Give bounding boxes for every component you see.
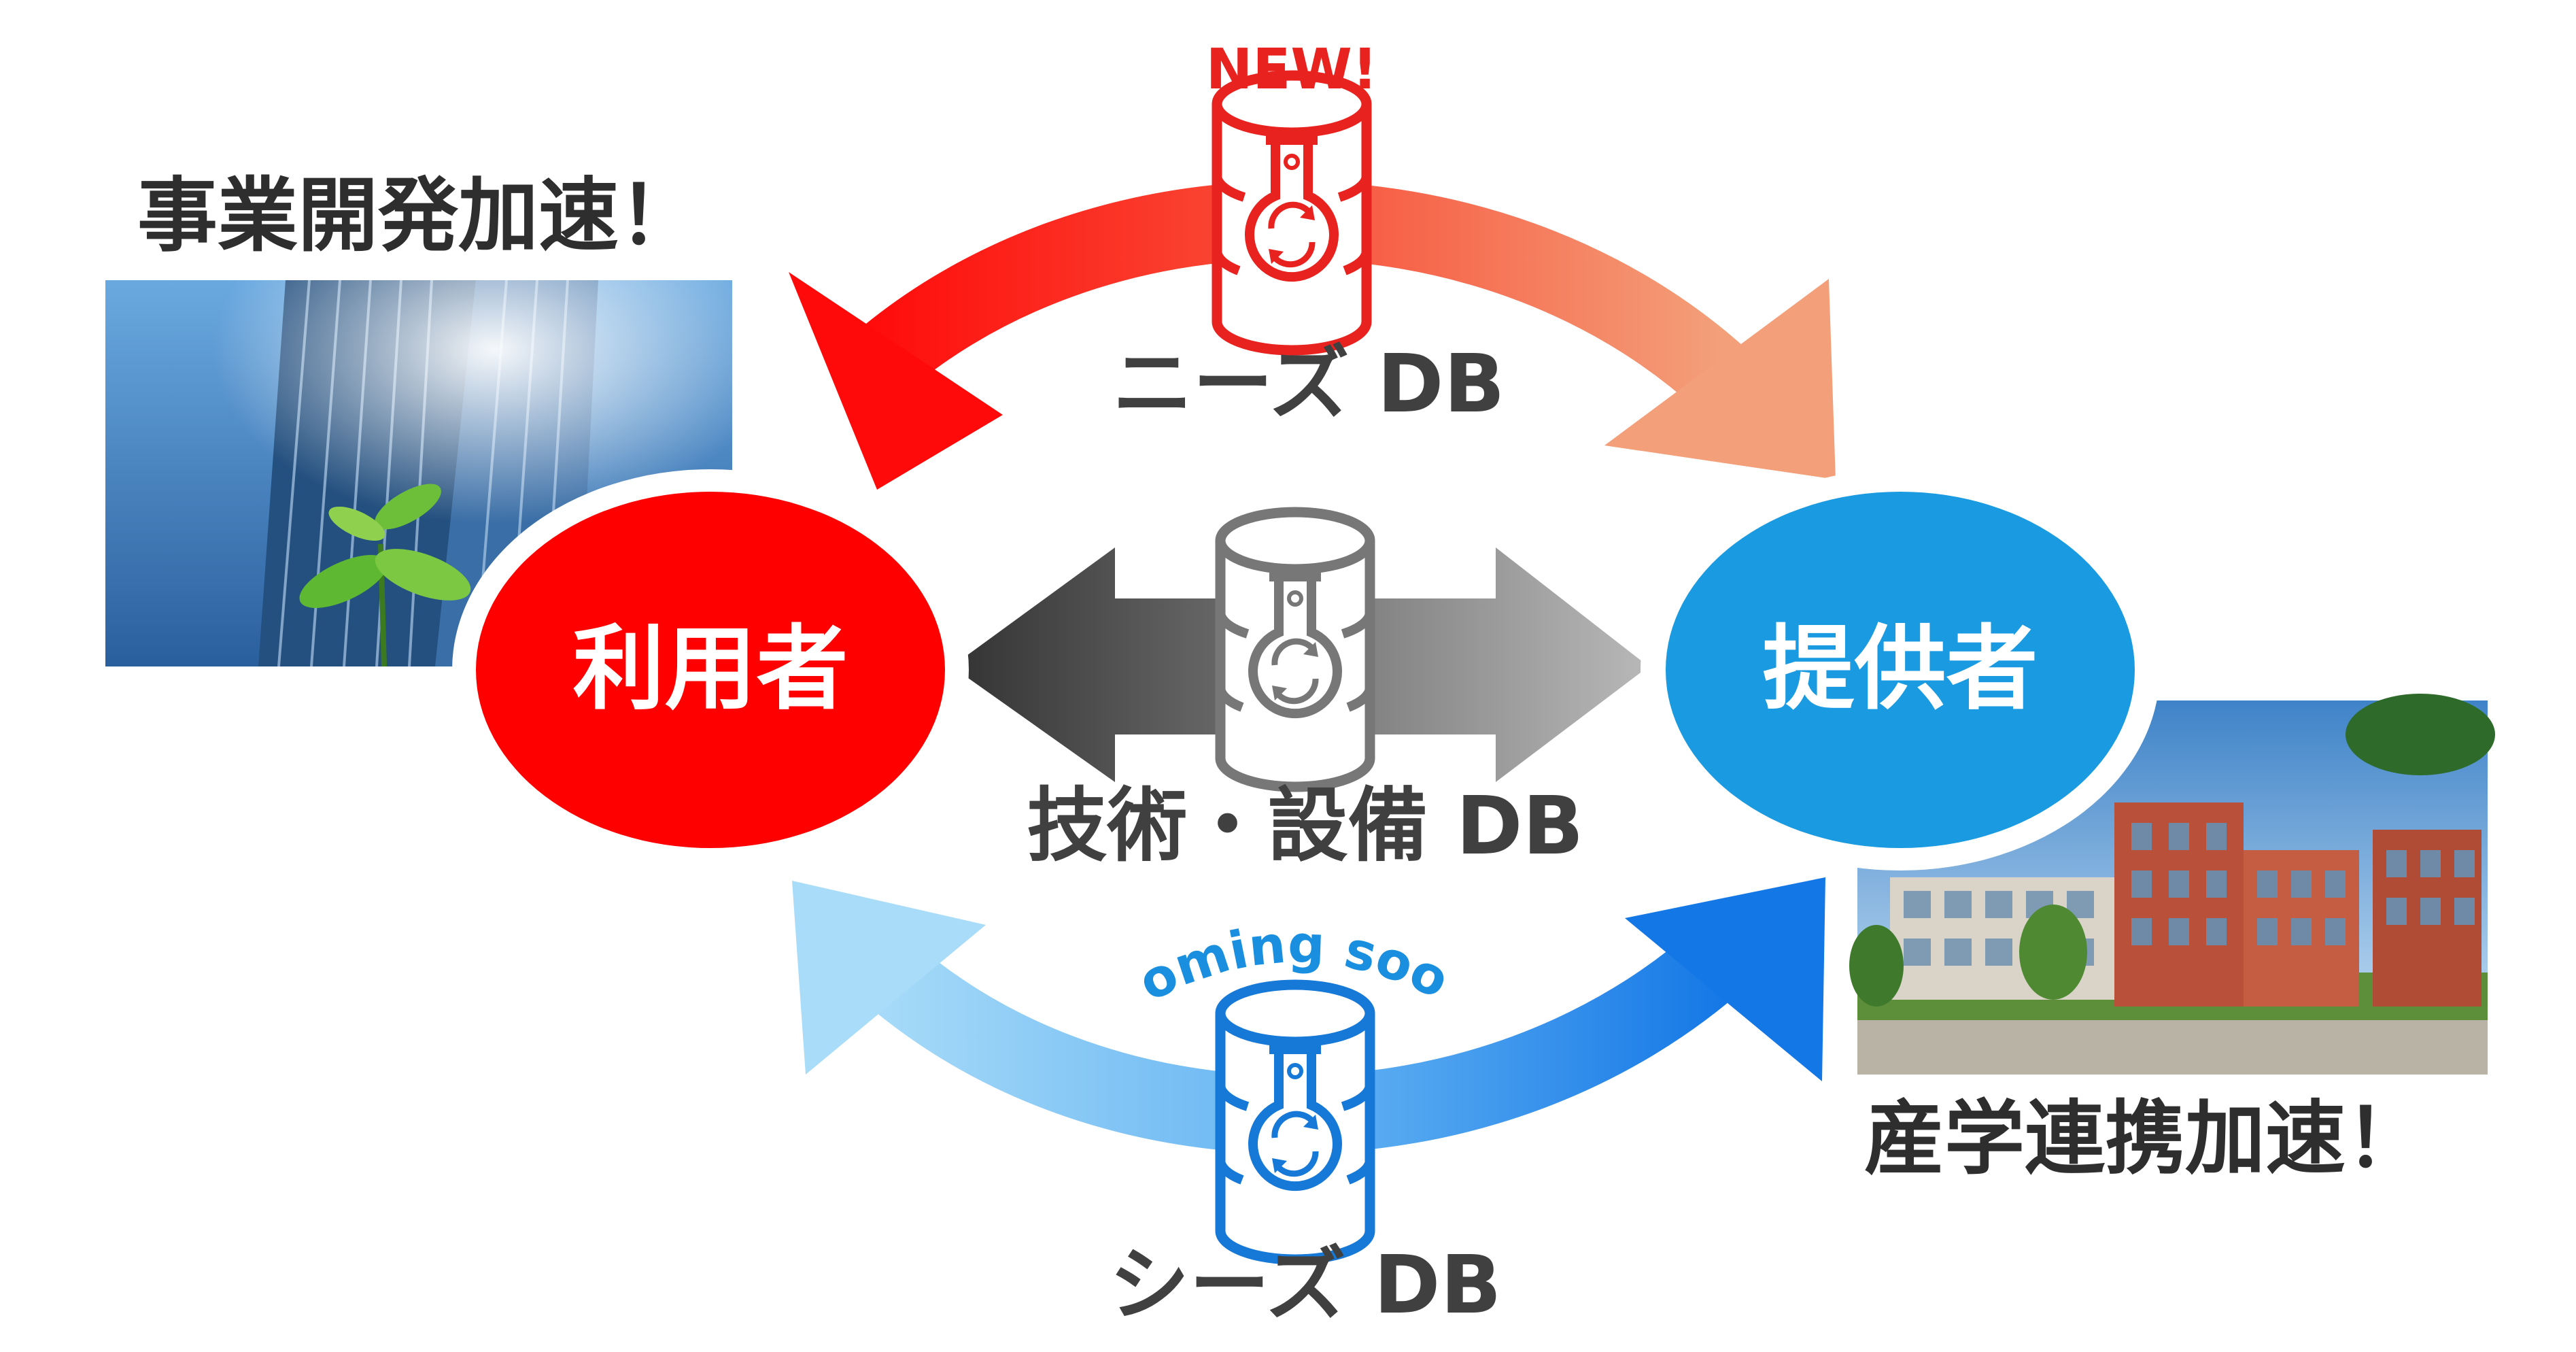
user-node: 利用者 (452, 469, 969, 871)
tech-db-icon (1220, 512, 1370, 787)
seeds-db-label: シーズ DB (1109, 1238, 1501, 1332)
business-caption: 事業開発加速！ (137, 169, 699, 263)
needs-db-icon (1217, 75, 1367, 350)
needs-db-label: ニーズ DB (1112, 337, 1505, 430)
tech-db-label: 技術・設備 DB (1027, 779, 1584, 873)
university-campus-photo (1849, 694, 2495, 1075)
needs-new-badge: NEW! (1206, 37, 1378, 102)
industry-academia-caption: 産学連携加速！ (1864, 1092, 2426, 1185)
provider-node: 提供者 (1641, 469, 2160, 871)
provider-label: 提供者 (1763, 615, 2038, 722)
user-label: 利用者 (573, 615, 848, 722)
seeds-db-icon (1220, 985, 1370, 1260)
